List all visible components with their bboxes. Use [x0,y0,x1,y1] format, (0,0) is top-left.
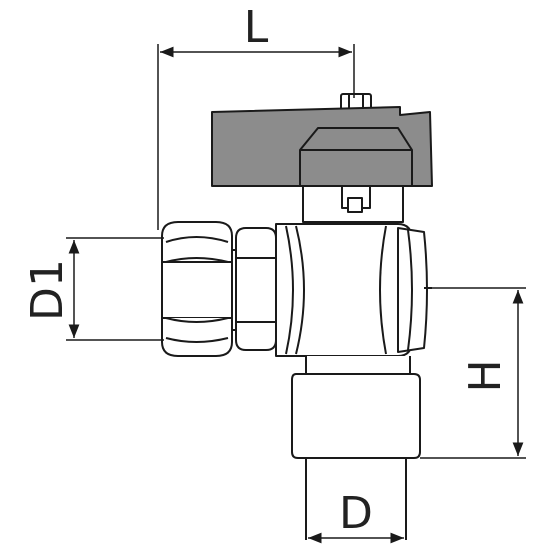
label-H: H [460,359,511,392]
label-D: D [339,488,373,539]
valve-body [275,223,432,357]
dimension-H [420,287,526,459]
hex-coupling [232,227,277,351]
handle-hub [299,127,413,187]
lever-handle [211,93,433,187]
valve-stem [302,185,404,223]
label-D1: D1 [22,259,73,321]
label-L: L [244,2,269,53]
compression-nut [161,221,233,357]
outlet-connector [291,356,421,540]
dimension-L [157,44,355,230]
dimension-D1 [66,237,164,341]
